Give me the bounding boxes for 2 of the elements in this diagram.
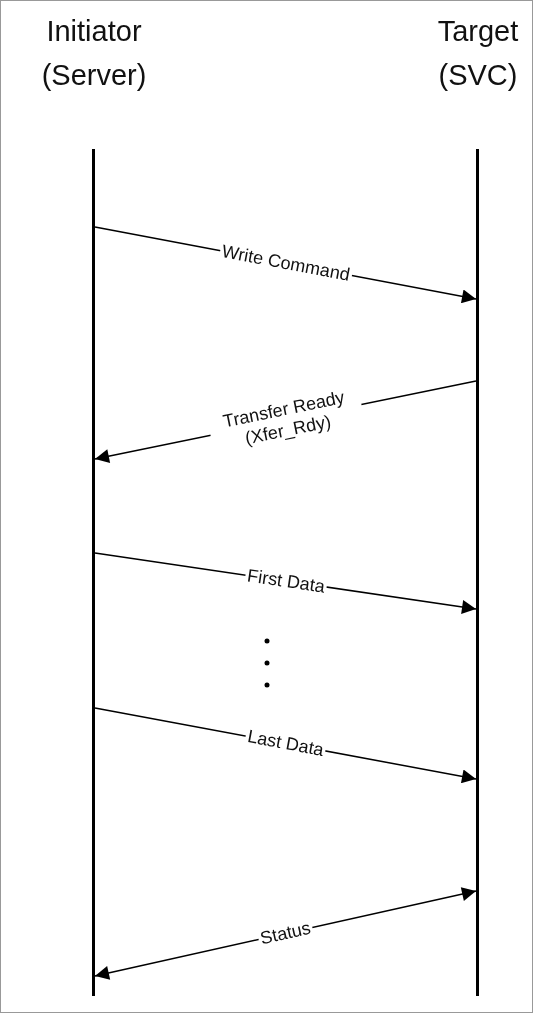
lifeline-heading: Target (SVC) [436,14,520,93]
lifeline-heading: Initiator (Server) [40,14,148,93]
